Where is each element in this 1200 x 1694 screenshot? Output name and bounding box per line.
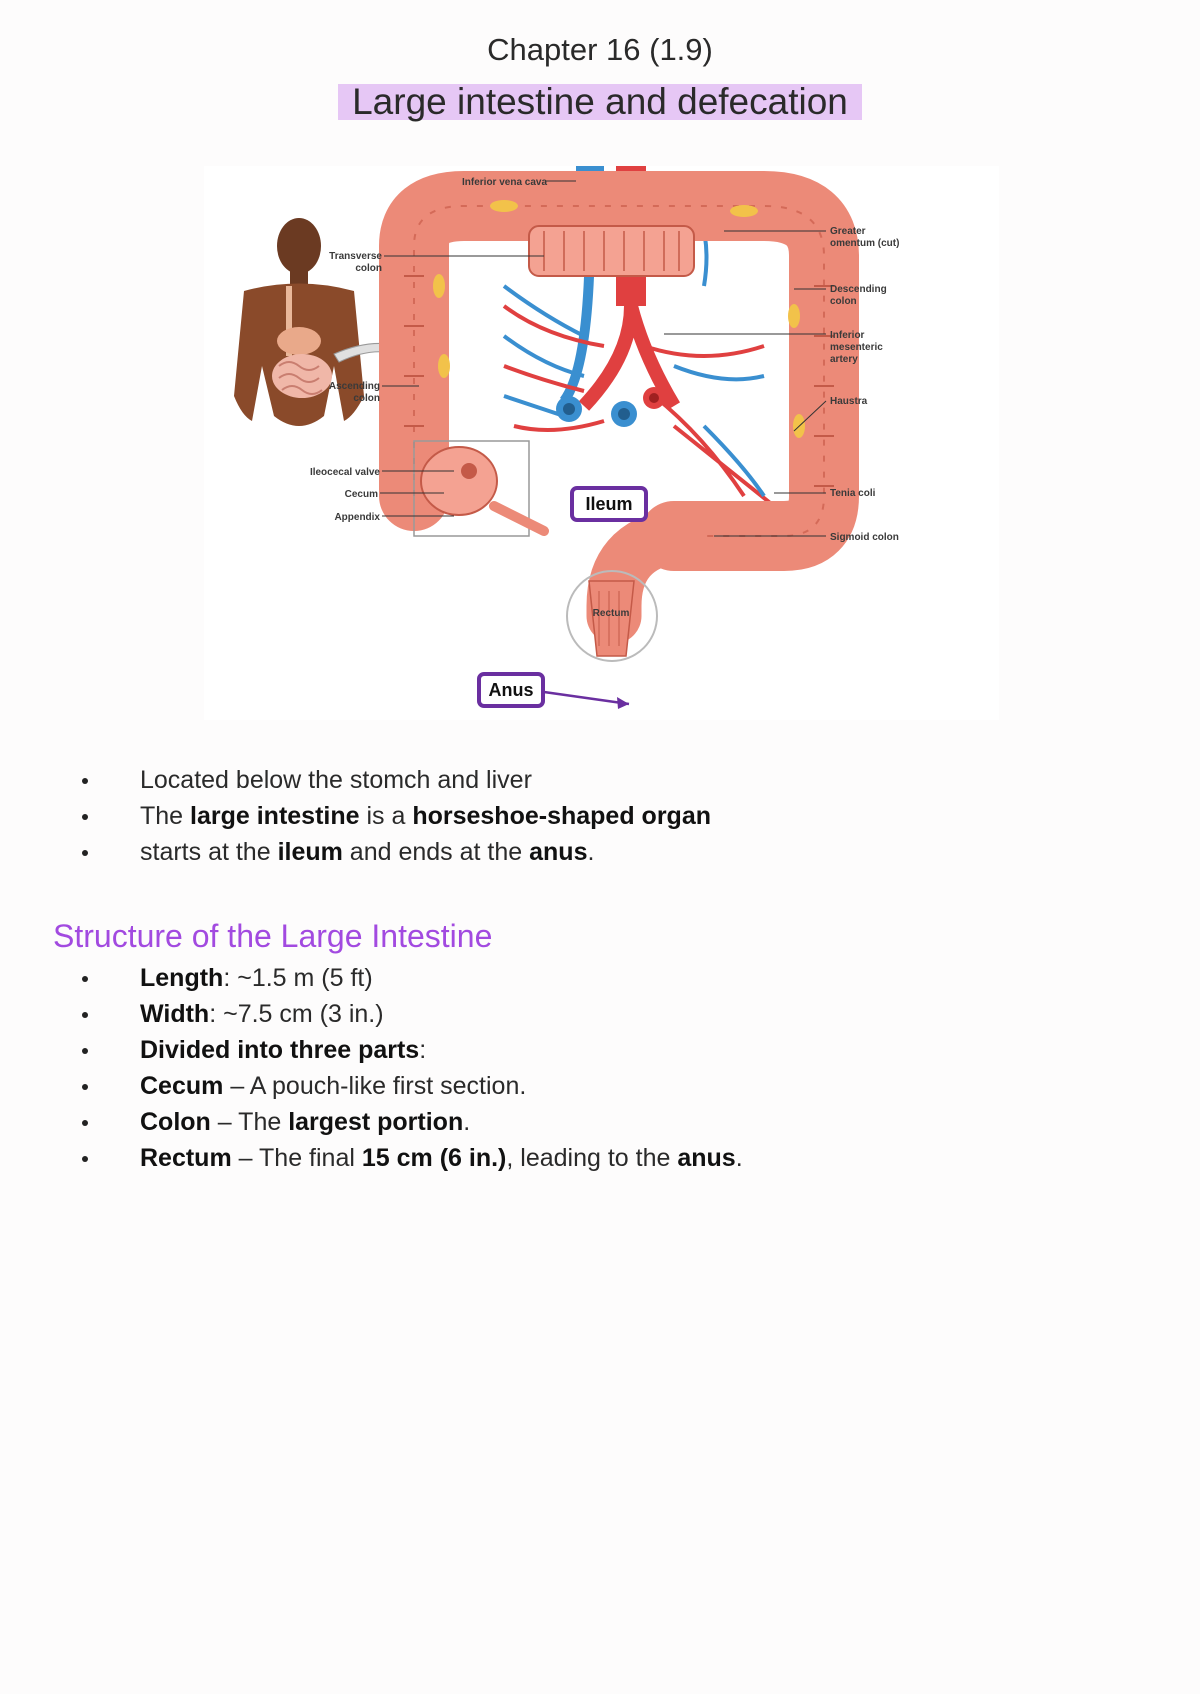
label-descending-colon-line2: colon [830,296,857,307]
text: and ends at the [342,838,530,866]
list-item: Cecum – A pouch-like first section. [0,1068,1200,1104]
label-descending-colon-line1: Descending [830,284,887,295]
text: . [463,1108,471,1136]
label-inferior-vena-cava: Inferior vena cava [462,177,547,188]
text: The [140,802,191,830]
text: . [735,1144,743,1172]
label-ileocecal-valve: Ileocecal valve [310,467,380,478]
label-inferior-mesenteric-line2: mesenteric [830,342,883,353]
list-item: Colon – The largest portion. [0,1104,1200,1140]
bold-text: Divided into three parts [140,1036,420,1064]
list-item: Located below the stomch and liver [0,762,1200,798]
colon [379,171,859,662]
bold-text: anus [677,1144,736,1172]
label-transverse-colon-line2: colon [355,263,382,274]
list-item: Rectum – The final 15 cm (6 in.), leadin… [0,1140,1200,1176]
bold-text: Length [140,964,224,992]
label-inferior-mesenteric-line3: artery [830,354,858,365]
ileum-callout: Ileum [585,494,632,514]
human-figure [234,218,400,426]
bold-text: large intestine [190,802,360,830]
structure-list: Length: ~1.5 m (5 ft) Width: ~7.5 cm (3 … [0,960,1200,1176]
section-heading: Structure of the Large Intestine [53,918,493,954]
bold-text: largest portion [288,1108,464,1136]
bold-text: Cecum [140,1072,224,1100]
leader-lines [380,180,827,537]
text: : [419,1036,427,1064]
list-item: Width: ~7.5 cm (3 in.) [0,996,1200,1032]
chapter-number: Chapter 16 (1.9) [487,32,713,67]
text: : ~1.5 m (5 ft) [223,964,373,992]
text: is a [359,802,413,830]
bold-text: anus [529,838,588,866]
list-item: starts at the ileum and ends at the anus… [0,834,1200,870]
large-intestine-diagram: Inferior vena cava Transverse colon Asce… [204,166,999,720]
page-title: Large intestine and defecation [338,83,862,120]
text: , leading to the [506,1144,678,1172]
anus-arrow [543,690,630,706]
label-greater-omentum-line1: Greater [830,226,866,237]
label-rectum: Rectum [593,608,630,619]
bold-text: Width [140,1000,210,1028]
anus-arrowhead [617,697,629,709]
label-cecum: Cecum [345,489,378,500]
text: starts at the [140,838,278,866]
page-title-wrap: Large intestine and defecation [0,83,1200,120]
text: – A pouch-like first section. [223,1072,527,1100]
bold-text: horseshoe-shaped organ [412,802,711,830]
label-ascending-colon-line1: Ascending [329,381,380,392]
intro-location-text: Located below the stomch and liver [140,766,532,794]
list-item: Divided into three parts: [0,1032,1200,1068]
label-sigmoid-colon: Sigmoid colon [830,532,899,543]
label-ascending-colon-line2: colon [353,393,380,404]
list-item: Length: ~1.5 m (5 ft) [0,960,1200,996]
anatomy-illustration: Inferior vena cava Transverse colon Asce… [234,166,899,709]
intro-list: Located below the stomch and liver The l… [0,762,1200,870]
ileum-callout-box [570,486,648,522]
label-haustra: Haustra [830,396,868,407]
label-appendix: Appendix [334,512,380,523]
text: – The final [231,1144,362,1172]
label-tenia-coli: Tenia coli [830,488,876,499]
label-greater-omentum-line2: omentum (cut) [830,238,899,249]
bold-text: Rectum [140,1144,232,1172]
anus-callout: Anus [489,680,534,700]
label-inferior-mesenteric-line1: Inferior [830,330,865,341]
text: – The [210,1108,289,1136]
bold-text: Colon [140,1108,211,1136]
text: : ~7.5 cm (3 in.) [209,1000,384,1028]
bold-text: 15 cm (6 in.) [361,1144,507,1172]
anus-callout-box [477,672,545,708]
list-item: The large intestine is a horseshoe-shape… [0,798,1200,834]
text: . [587,838,595,866]
bold-text: ileum [277,838,343,866]
label-transverse-colon-line1: Transverse [329,251,382,262]
